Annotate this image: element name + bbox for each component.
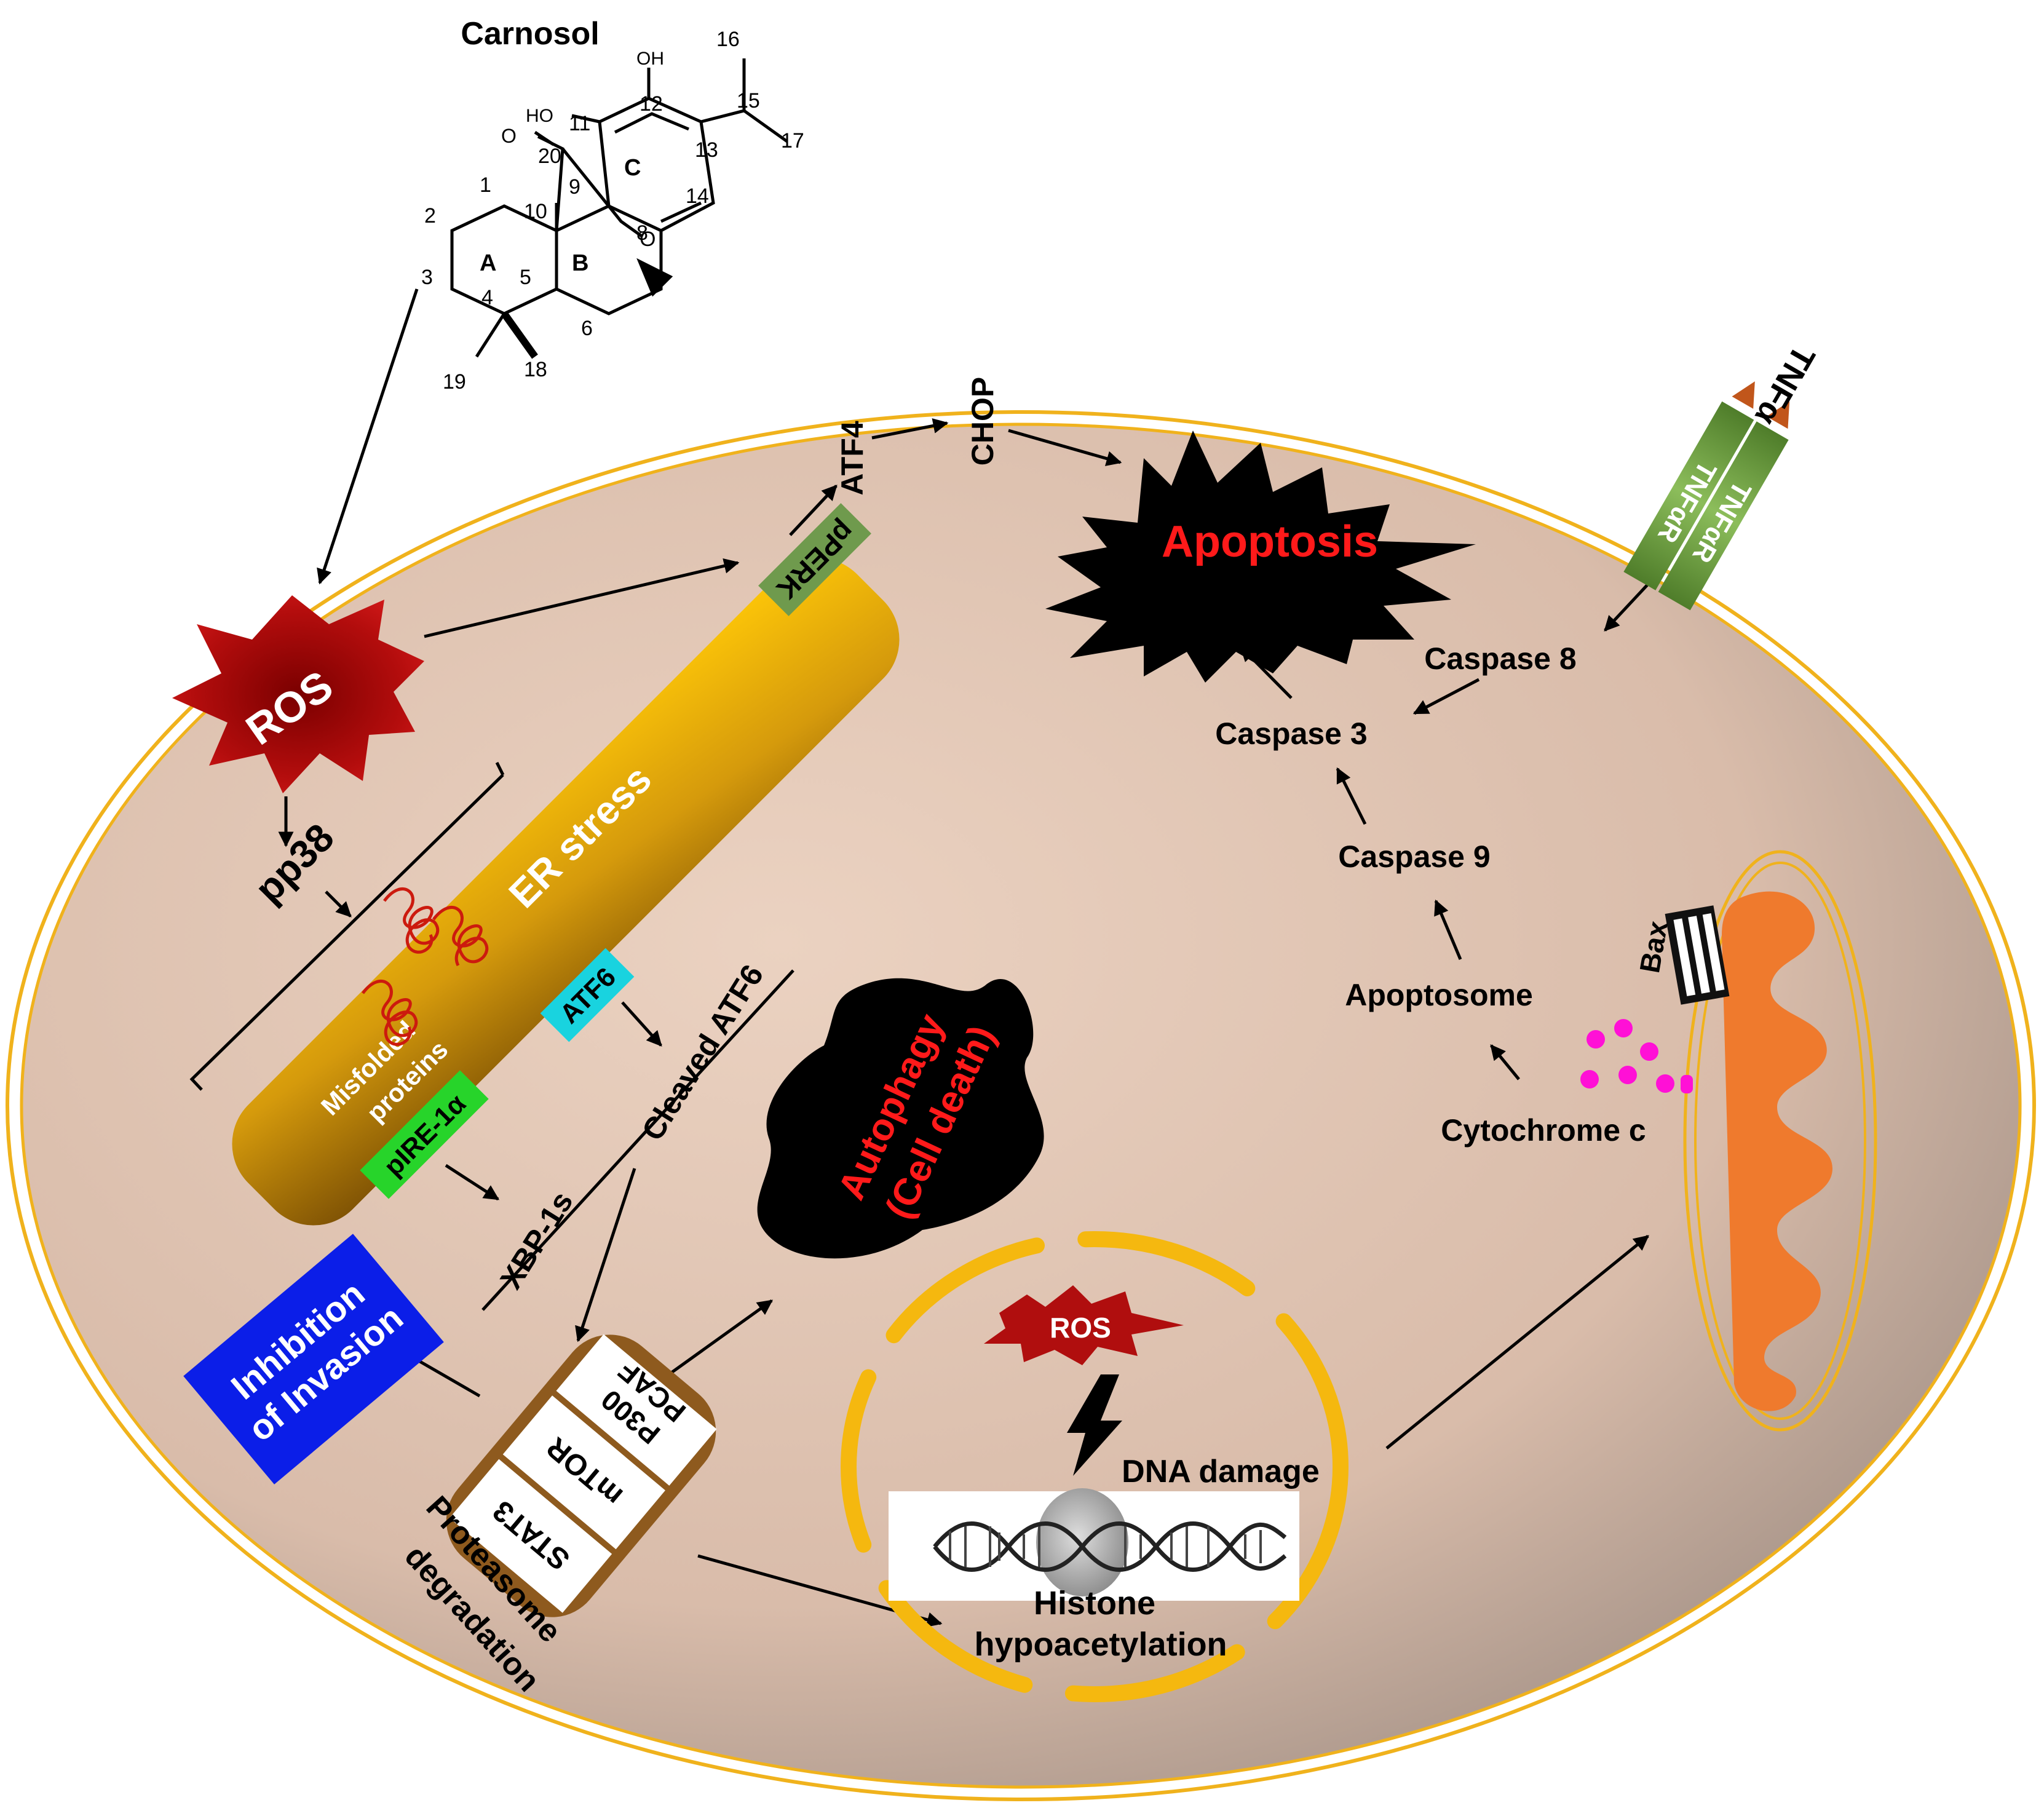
atf4-label: ATF4 [835,421,869,495]
caspase9-label: Caspase 9 [1338,839,1490,874]
histone-label: Histone [1034,1585,1155,1622]
svg-text:1: 1 [480,173,491,197]
svg-text:20: 20 [538,145,561,168]
svg-text:OH: OH [636,49,664,69]
arrow-apoptosome-to-caspase9 [1434,899,1462,960]
misfolded-protein-icons [362,887,489,1046]
svg-text:ROS: ROS [1050,1312,1111,1344]
cytochrome-c-label: Cytochrome c [1441,1113,1646,1148]
chop-label: CHOP [965,377,1000,466]
svg-text:B: B [572,250,588,276]
svg-text:16: 16 [716,28,740,51]
svg-text:15: 15 [737,89,760,113]
arrow-pp38-to-misfolded [325,890,352,918]
carnosol-structure: Carnosol [450,16,788,359]
arrow-caspase9-to-caspase3 [1336,767,1367,825]
svg-text:9: 9 [569,175,580,199]
svg-text:14: 14 [686,184,709,208]
svg-text:6: 6 [581,317,593,340]
hypoacetylation-label: hypoacetylation [974,1626,1227,1663]
tnfa-label: TNFα [1748,339,1822,432]
svg-text:19: 19 [443,370,466,394]
svg-text:12: 12 [640,92,663,116]
arrow-pire1a-to-xbp1s [445,1164,500,1201]
arrow-carnosol-to-ros [317,288,419,585]
svg-text:O: O [501,125,517,147]
arrow-atf6-to-cleaved [621,1001,662,1047]
svg-text:5: 5 [520,266,531,289]
lightning-icon [1067,1374,1122,1476]
carnosol-atom-labels: OH HO 12 11 16 15 17 13 14 20 9 1 2 3 10… [421,28,804,394]
svg-text:4: 4 [481,286,493,309]
svg-text:18: 18 [524,358,547,381]
caspase3-label: Caspase 3 [1215,716,1367,751]
cytochrome-c-dots [1580,1019,1693,1093]
autophagy-blob: Autophagy (Cell death) [757,978,1044,1259]
svg-text:8: 8 [636,221,648,245]
svg-text:7: 7 [651,268,659,287]
svg-text:O: O [640,228,656,251]
er-stress: ER stress Misfolded proteins [232,558,900,1226]
arrow-caspase8-to-caspase3 [1412,678,1480,715]
bracket-xbp1s [481,969,794,1311]
carnosol-title: Carnosol [461,16,599,52]
bracket-er [189,761,505,1091]
arrow-atf4-to-chop [871,418,949,440]
nucleus [841,1231,1349,1702]
arrow-cytochrome-to-apoptosome [1490,1044,1520,1080]
svg-text:HO: HO [526,106,553,126]
ros-main: ROS [172,595,424,793]
dna-helix-panel [889,1488,1299,1601]
svg-text:2: 2 [424,204,436,228]
arrow-ros-to-pperk [424,558,740,638]
arrow-nucleus-to-mitochondrion [1385,1235,1649,1449]
arrow-tnfar-to-caspase8 [1604,583,1649,632]
arrow-cleaved-to-proteasome [575,1168,636,1342]
svg-text:A: A [480,250,496,276]
arrow-pperk-to-atf4 [789,485,838,536]
dna-damage-label: DNA damage [1122,1454,1320,1489]
proteasome: STAT3 mTOR P300 PCAF [446,1334,717,1617]
apoptosome-label: Apoptosome [1345,978,1533,1012]
arrow-chop-to-apoptosis [1008,429,1122,466]
ros-nucleus: ROS [984,1285,1184,1365]
brackets [189,761,794,1311]
svg-text:17: 17 [781,129,804,153]
svg-text:3: 3 [421,266,433,289]
mitochondrion [1683,850,1877,1432]
svg-text:11: 11 [569,112,590,135]
svg-text:Apoptosis: Apoptosis [1162,517,1378,566]
caspase8-label: Caspase 8 [1424,641,1576,676]
svg-text:10: 10 [524,200,547,223]
apoptosis-burst: Apoptosis [1045,430,1476,683]
histone-icon [1036,1488,1128,1596]
caspase-cascade: Caspase 8 Caspase 3 Caspase 9 Apoptosome… [1215,641,1646,1148]
svg-text:C: C [624,155,641,181]
svg-text:13: 13 [695,138,718,162]
inhibition-of-invasion: Inhibition of Invasion [183,1234,444,1485]
